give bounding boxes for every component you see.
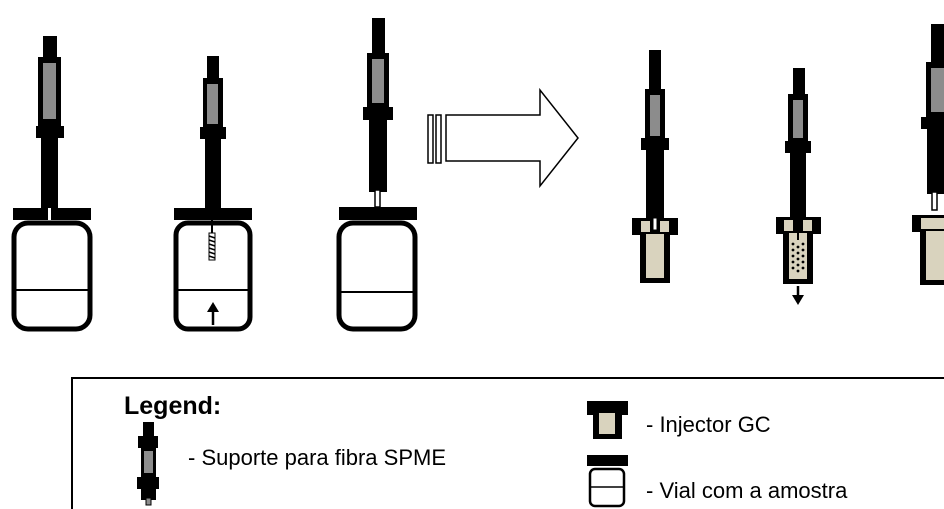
step-3-fiber-retracted (336, 18, 418, 332)
spme-holder-icon (200, 56, 226, 209)
step-2-fiber-exposed (173, 56, 253, 332)
sample-vial-icon (587, 455, 628, 508)
legend-title: Legend: (124, 392, 222, 420)
process-arrow-icon (427, 87, 579, 189)
spme-holder-icon (137, 422, 159, 506)
spme-holder-icon (785, 68, 811, 218)
gc-injector-icon (776, 216, 821, 284)
legend-label-gc-injector: - Injector GC (646, 412, 771, 437)
fiber-coil-icon (791, 242, 805, 273)
step-1-holder-on-vial (11, 36, 93, 332)
legend-label-spme-holder: - Suporte para fibra SPME (188, 445, 447, 470)
legend-box (71, 377, 944, 509)
step-5-fiber-desorption (776, 68, 821, 305)
gc-injector-icon (632, 217, 678, 283)
spme-holder-icon (363, 18, 393, 208)
spme-holder-icon (921, 24, 944, 211)
step-4-holder-on-injector (632, 50, 678, 283)
legend-label-sample-vial: - Vial com a amostra (646, 478, 848, 503)
spme-holder-icon (36, 36, 64, 208)
sample-vial-icon (11, 208, 93, 332)
fiber-coil-icon (208, 232, 216, 261)
step-6-fiber-retracted (912, 24, 944, 285)
spme-holder-icon (641, 50, 669, 218)
up-arrow-icon (207, 302, 219, 325)
gc-injector-icon (912, 215, 944, 285)
gc-injector-icon (587, 401, 628, 439)
down-arrow-icon (792, 286, 804, 305)
sample-vial-icon (336, 207, 418, 332)
